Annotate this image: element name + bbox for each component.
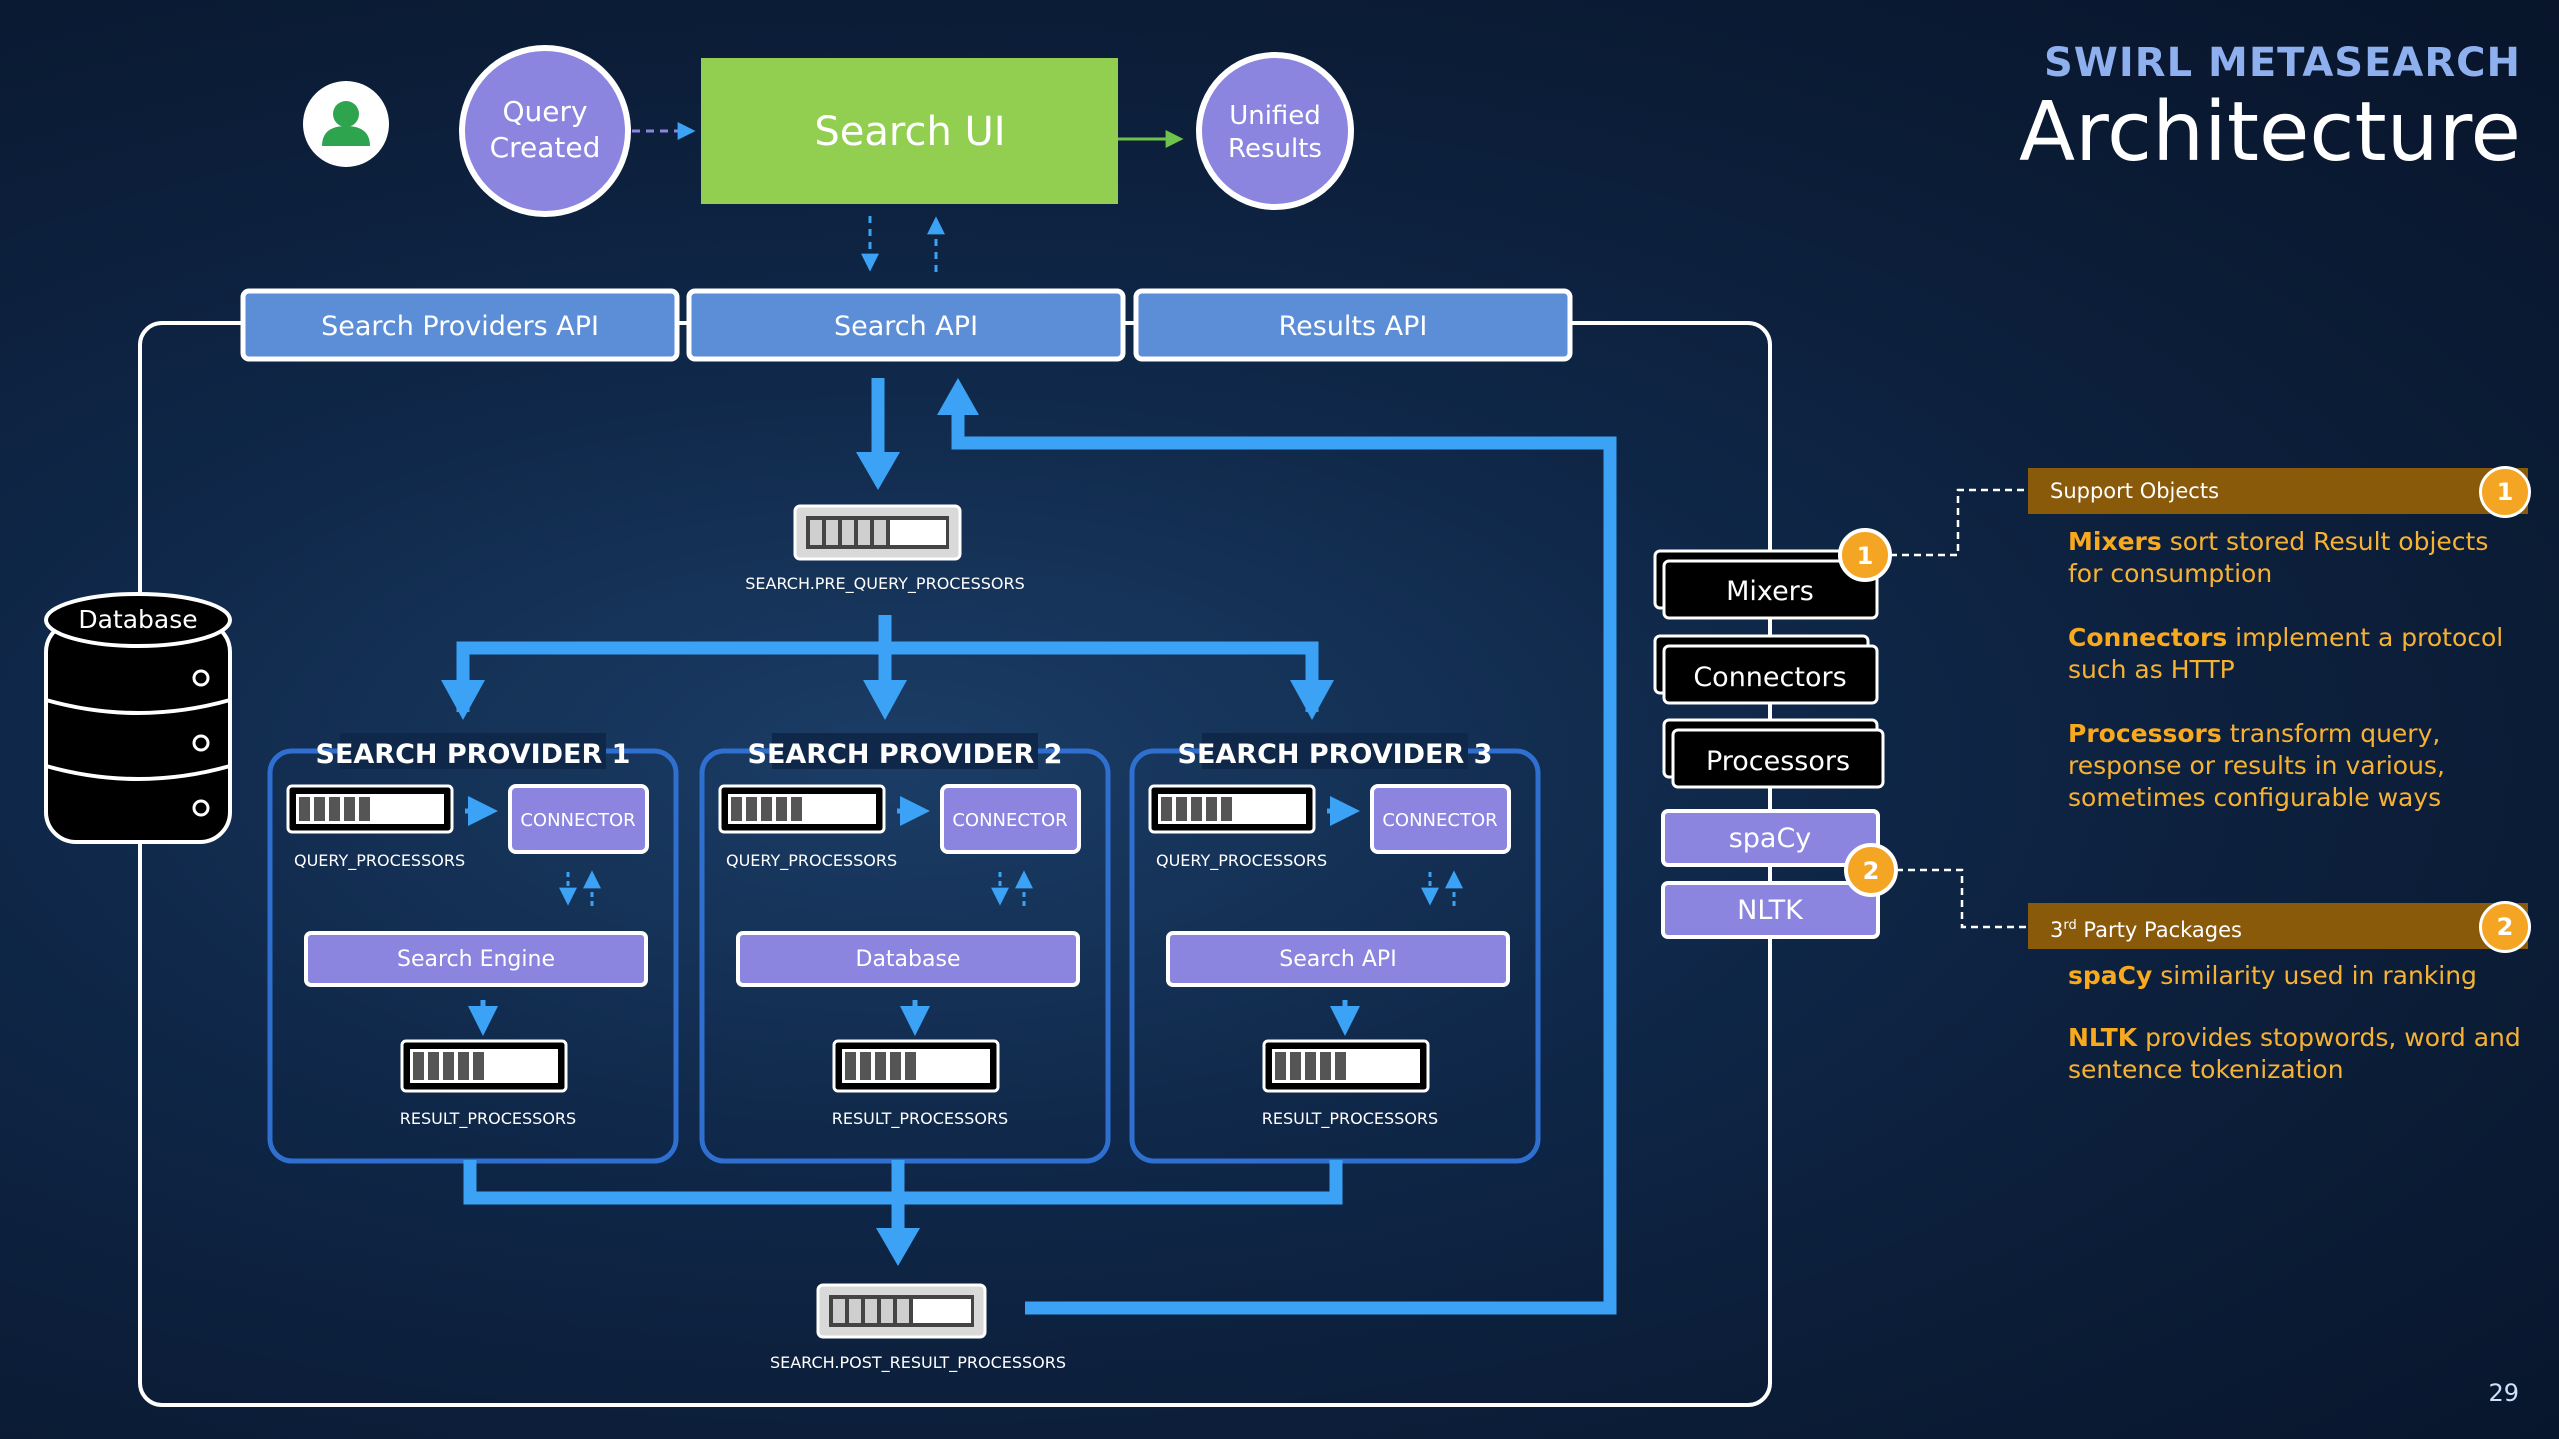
query-processors-label: QUERY_PROCESSORS xyxy=(1156,851,1327,871)
query-processors-label: QUERY_PROCESSORS xyxy=(726,851,897,871)
user-icon xyxy=(303,81,389,167)
svg-text:Search Engine: Search Engine xyxy=(397,947,555,972)
svg-text:Database: Database xyxy=(856,947,961,972)
svg-text:Results API: Results API xyxy=(1279,311,1428,342)
legend-connectors: Connectors implement a protocol such as … xyxy=(2068,623,2504,684)
svg-text:Created: Created xyxy=(490,131,601,164)
callout-line-1 xyxy=(1890,488,2028,557)
search-providers-api[interactable]: Search Providers API xyxy=(240,288,680,362)
search-provider-2: SEARCH PROVIDER 2 QUERY_PROCESSORS CONNECT… xyxy=(699,733,1111,1164)
source-box: Database xyxy=(736,931,1080,987)
callout-line-2 xyxy=(1896,868,2028,929)
package-nltk: NLTK xyxy=(1661,881,1880,939)
connector-box: CONNECTOR xyxy=(1370,784,1511,854)
provider-title: SEARCH PROVIDER 1 xyxy=(316,739,631,770)
source-box: Search API xyxy=(1166,931,1510,987)
svg-text:SEARCH.PRE_QUERY_PROCESSORS: SEARCH.PRE_QUERY_PROCESSORS xyxy=(745,574,1025,594)
svg-text:Query: Query xyxy=(502,95,587,128)
legend-spacy: spaCy similarity used in ranking xyxy=(2068,961,2477,990)
svg-text:CONNECTOR: CONNECTOR xyxy=(520,810,635,831)
badge-2-stack: 2 xyxy=(1844,843,1898,897)
search-ui-box[interactable]: Search UI xyxy=(701,58,1118,204)
flow-main xyxy=(856,378,1617,1315)
provider-title: SEARCH PROVIDER 2 xyxy=(748,739,1063,770)
result-processors-label: RESULT_PROCESSORS xyxy=(400,1109,576,1129)
pre-query-processors: SEARCH.PRE_QUERY_PROCESSORS xyxy=(745,504,1025,594)
svg-text:spaCy: spaCy xyxy=(1729,823,1812,854)
result-processors-label: RESULT_PROCESSORS xyxy=(1262,1109,1438,1129)
support-connectors: Connectors xyxy=(1653,634,1879,705)
connector-box: CONNECTOR xyxy=(940,784,1081,854)
svg-text:Mixers: Mixers xyxy=(1726,576,1814,607)
package-spacy: spaCy xyxy=(1661,809,1880,867)
query-processors-label: QUERY_PROCESSORS xyxy=(294,851,465,871)
search-api[interactable]: Search API xyxy=(686,288,1126,362)
page-number: 29 xyxy=(2488,1379,2519,1407)
search-provider-3: SEARCH PROVIDER 3 QUERY_PROCESSORS CONNECT… xyxy=(1129,733,1541,1164)
database-icon xyxy=(44,592,232,844)
svg-text:Results: Results xyxy=(1228,134,1322,164)
result-processors-gauge xyxy=(832,1039,1000,1093)
legend-badge-2: 2 xyxy=(2479,901,2531,953)
slide-kicker: SWIRL METASEARCH xyxy=(2043,40,2521,86)
unified-results-node: Unified Results xyxy=(1196,52,1354,210)
results-api[interactable]: Results API xyxy=(1133,288,1573,362)
flow-merge xyxy=(463,1160,1343,1266)
badge-1-stack: 1 xyxy=(1838,528,1892,582)
result-processors-gauge xyxy=(1262,1039,1430,1093)
svg-text:Unified: Unified xyxy=(1229,101,1321,131)
svg-text:CONNECTOR: CONNECTOR xyxy=(952,810,1067,831)
legend-mixers: Mixers sort stored Result objects for co… xyxy=(2068,527,2489,588)
database-label: Database xyxy=(78,605,197,634)
svg-text:1: 1 xyxy=(1857,542,1874,570)
third-party-header: 3rd Party Packages xyxy=(2028,903,2528,949)
query-created-node: Query Created xyxy=(459,45,631,217)
svg-text:Connectors: Connectors xyxy=(1693,662,1846,693)
query-processors-gauge xyxy=(718,784,886,834)
support-processors: Processors xyxy=(1662,718,1885,789)
legend-badge-1: 1 xyxy=(2479,466,2531,518)
svg-text:Search API: Search API xyxy=(1279,947,1396,972)
legend-processors: Processors transform query, response or … xyxy=(2068,719,2445,812)
query-processors-gauge xyxy=(286,784,454,834)
slide-title: Architecture xyxy=(2018,85,2521,180)
svg-text:Search UI: Search UI xyxy=(814,109,1005,155)
svg-text:NLTK: NLTK xyxy=(1737,895,1804,926)
flow-fanout xyxy=(441,615,1334,720)
result-processors-label: RESULT_PROCESSORS xyxy=(832,1109,1008,1129)
result-processors-gauge xyxy=(400,1039,568,1093)
svg-text:Search Providers API: Search Providers API xyxy=(321,311,599,342)
svg-text:SEARCH.POST_RESULT_PROCESSORS: SEARCH.POST_RESULT_PROCESSORS xyxy=(770,1353,1066,1373)
source-box: Search Engine xyxy=(304,931,648,987)
connector-box: CONNECTOR xyxy=(508,784,649,854)
search-provider-1: SEARCH PROVIDER 1 QUERY_PROCESSORS CONNECT… xyxy=(267,733,679,1164)
support-mixers: Mixers xyxy=(1653,549,1879,620)
support-objects-header: Support Objects xyxy=(2028,468,2528,514)
svg-text:CONNECTOR: CONNECTOR xyxy=(1382,810,1497,831)
provider-title: SEARCH PROVIDER 3 xyxy=(1178,739,1493,770)
svg-text:Processors: Processors xyxy=(1706,746,1850,777)
query-processors-gauge xyxy=(1148,784,1316,834)
svg-text:Search API: Search API xyxy=(834,311,978,342)
post-result-processors: SEARCH.POST_RESULT_PROCESSORS xyxy=(770,1283,1066,1373)
svg-text:2: 2 xyxy=(1863,857,1880,885)
legend-nltk: NLTK provides stopwords, word and senten… xyxy=(2068,1023,2521,1084)
